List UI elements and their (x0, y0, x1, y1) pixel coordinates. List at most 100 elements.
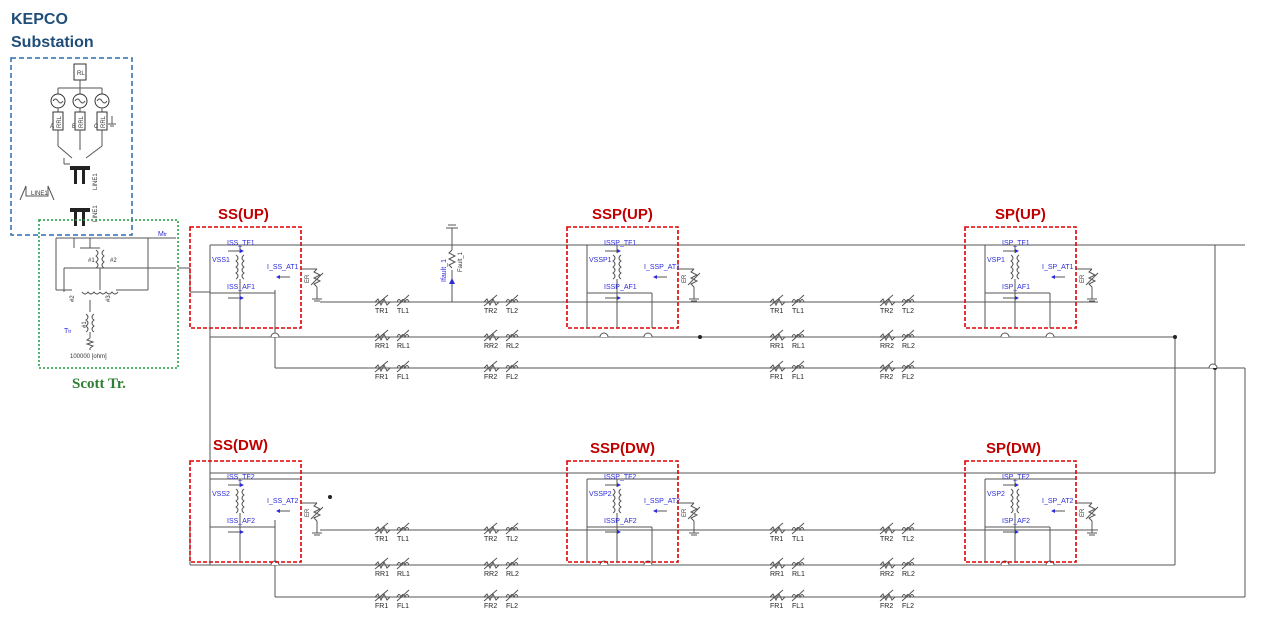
scott-transformer-label: Scott Tr. (72, 376, 126, 392)
line-r-label: TR2 (880, 308, 893, 315)
line-l-label: RL1 (792, 343, 805, 350)
fault-label: Fault_1 (458, 251, 464, 272)
line-r-label: TR2 (484, 308, 497, 315)
station-title: SS(UP) (218, 206, 269, 223)
line-l-label: FL1 (397, 374, 409, 381)
line-l-label: RL2 (902, 571, 915, 578)
line-segment-element: RR1 RL1 (769, 329, 805, 350)
station-tf-label: ISSP_TF1 (604, 240, 636, 247)
line-segment-element: TR2 TL2 (879, 522, 915, 543)
line-r-label: TR1 (770, 308, 783, 315)
line-r-label: RR2 (484, 343, 498, 350)
station-box (964, 226, 1077, 329)
station-er-label: ER (1080, 508, 1086, 517)
station-er-label: ER (1080, 274, 1086, 283)
line-l-label: TL2 (506, 308, 518, 315)
line1-side-label: LINE1 (31, 191, 48, 197)
rrl-c-label: RRL (101, 115, 107, 128)
line-l-label: FL2 (506, 374, 518, 381)
station-at-label: I_SS_AT2 (267, 498, 298, 505)
line-r-label: FR2 (880, 374, 893, 381)
line-r-label: TR2 (484, 536, 497, 543)
line-r-label: FR2 (880, 603, 893, 610)
scott-transformer-box (38, 219, 179, 369)
line-r-label: TR1 (770, 536, 783, 543)
station-at-label: I_SSP_AT2 (644, 498, 680, 505)
phase-b-label: B (72, 124, 76, 130)
station-tf-label: ISSP_TF2 (604, 474, 636, 481)
scott-w3-label: #3 (106, 295, 112, 302)
scott-resistor-value: 100000 [ohm] (70, 354, 107, 360)
station-title: SSP(DW) (590, 440, 655, 457)
station-er-label: ER (305, 508, 311, 517)
line-r-label: RR2 (880, 343, 894, 350)
station-title: SP(UP) (995, 206, 1046, 223)
line-segment-element: TR2 TL2 (483, 294, 519, 315)
line-segment-element: FR2 FL2 (879, 589, 915, 610)
station-af-label: ISP_AF1 (1002, 284, 1030, 291)
line-r-label: RR1 (375, 571, 389, 578)
line-l-label: TL2 (902, 536, 914, 543)
station-af-label: ISS_AF2 (227, 518, 255, 525)
station-at-label: I_SP_AT2 (1042, 498, 1073, 505)
scott-w1-label: #1 (88, 258, 95, 264)
rrl-b-label: RRL (79, 115, 85, 128)
line1-upper-label: LINE1 (93, 173, 99, 190)
line-l-label: FL1 (792, 603, 804, 610)
line-l-label: TL1 (397, 308, 409, 315)
phase-c-label: C (94, 124, 99, 130)
line-r-label: FR2 (484, 603, 497, 610)
line-l-label: RL1 (397, 571, 410, 578)
station-box (189, 460, 302, 563)
station-voltage-label: VSP2 (987, 491, 1005, 498)
line-segment-element: TR1 TL1 (374, 294, 410, 315)
station-voltage-label: VSP1 (987, 257, 1005, 264)
line-r-label: FR1 (770, 603, 783, 610)
phase-a-label: A (50, 124, 54, 130)
line-l-label: FL2 (902, 603, 914, 610)
fault-element: Fault_1 Ifault_1 (441, 224, 464, 302)
station-voltage-label: VSSP2 (589, 491, 612, 498)
station-voltage-label: VSS2 (212, 491, 230, 498)
station-er-label: ER (305, 274, 311, 283)
scott-transformer-circuit: #1 #2 #2 #3 #1 Ttr 100000 [ohm] Mtr (55, 231, 176, 360)
scott-w1b-label: #1 (82, 321, 88, 328)
line-r-label: RR1 (770, 343, 784, 350)
station-tf-label: ISS_TF2 (227, 474, 255, 481)
line-segment-element: TR2 TL2 (879, 294, 915, 315)
station-af-label: ISS_AF1 (227, 284, 255, 291)
line-r-label: RR1 (770, 571, 784, 578)
station-box (964, 460, 1077, 563)
station-at-label: I_SP_AT1 (1042, 264, 1073, 271)
line-l-label: FL2 (506, 603, 518, 610)
station-voltage-label: VSS1 (212, 257, 230, 264)
line-r-label: TR1 (375, 308, 388, 315)
line-segment-element: FR1 FL1 (769, 589, 805, 610)
line-l-label: TL2 (902, 308, 914, 315)
line-segment-element: FR2 FL2 (483, 589, 519, 610)
station-title: SS(DW) (213, 437, 268, 454)
station-voltage-label: VSSP1 (589, 257, 612, 264)
station-at-label: I_SSP_AT1 (644, 264, 680, 271)
kepco-title-line2: Substation (11, 34, 94, 51)
scott-m-label: Mtr (158, 231, 167, 238)
line-r-label: TR2 (880, 536, 893, 543)
line1-lower-label: LINE1 (93, 205, 99, 222)
station-af-label: ISP_AF2 (1002, 518, 1030, 525)
line-r-label: FR2 (484, 374, 497, 381)
